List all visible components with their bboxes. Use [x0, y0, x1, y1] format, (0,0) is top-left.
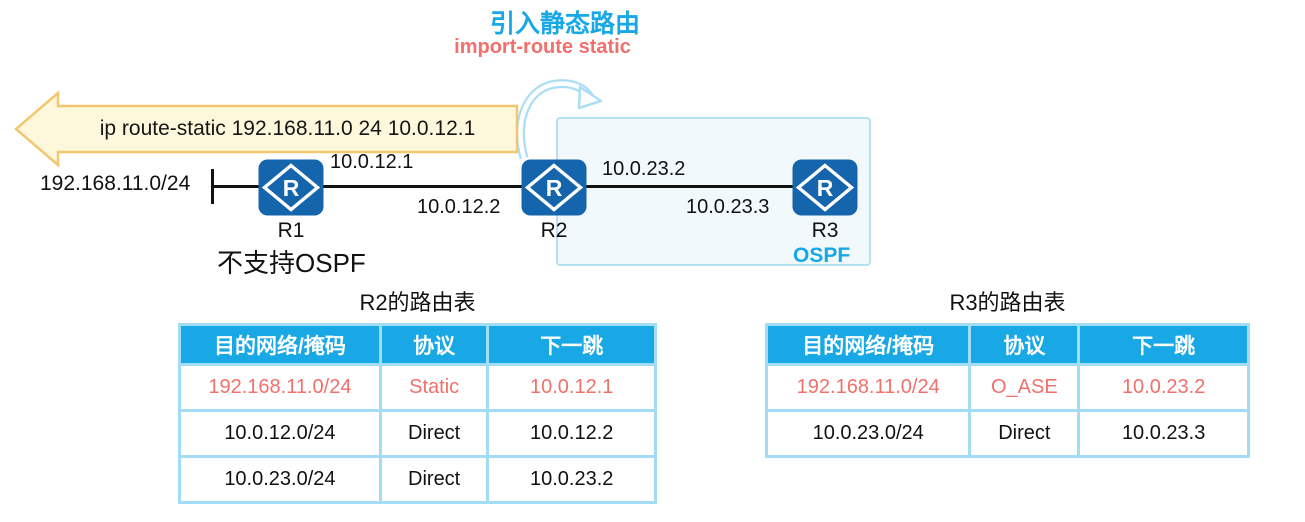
router-icon-r1: R [258, 159, 324, 216]
r2-row0-protocol: Static [378, 363, 490, 412]
r3-row0-protocol: O_ASE [968, 363, 1081, 412]
svg-text:R: R [817, 175, 834, 201]
svg-text:R: R [546, 175, 563, 201]
stub-network-label: 192.168.11.0/24 [40, 172, 191, 195]
r2-row2-protocol: Direct [378, 455, 490, 504]
router-label-r2: R2 [540, 219, 568, 242]
page-title: 引入静态路由 [489, 10, 640, 38]
table-row: 192.168.11.0/24 O_ASE 10.0.23.2 [764, 363, 1250, 412]
import-arrow-icon [516, 79, 603, 160]
if-label-r3-side: 10.0.23.3 [686, 196, 770, 218]
ospf-area-label: OSPF [793, 244, 851, 267]
r3-table-title: R3的路由表 [949, 290, 1066, 315]
r2-row2-nexthop: 10.0.23.2 [486, 455, 657, 504]
r2-header-row: 目的网络/掩码 协议 下一跳 [178, 323, 657, 366]
r2-row1-destination: 10.0.12.0/24 [178, 409, 382, 458]
r2-header-protocol: 协议 [378, 323, 490, 366]
r3-row1-nexthop: 10.0.23.3 [1077, 409, 1250, 458]
r2-row2-destination: 10.0.23.0/24 [178, 455, 382, 504]
table-row: 10.0.23.0/24 Direct 10.0.23.3 [764, 409, 1250, 458]
r3-row0-nexthop: 10.0.23.2 [1077, 363, 1250, 412]
svg-text:R: R [283, 175, 300, 201]
r1-ospf-note: 不支持OSPF [217, 248, 366, 278]
r3-row1-destination: 10.0.23.0/24 [764, 409, 972, 458]
if-label-r2-left: 10.0.12.2 [417, 196, 501, 218]
if-label-r2-right: 10.0.23.2 [602, 158, 686, 180]
r2-row0-destination: 192.168.11.0/24 [178, 363, 382, 412]
r2-row1-nexthop: 10.0.12.2 [486, 409, 657, 458]
router-label-r1: R1 [277, 219, 305, 242]
r3-header-destination: 目的网络/掩码 [764, 323, 972, 366]
r2-table-title: R2的路由表 [359, 290, 476, 315]
r3-header-nexthop: 下一跳 [1077, 323, 1250, 366]
router-icon-r2: R [521, 159, 587, 216]
r2-header-destination: 目的网络/掩码 [178, 323, 382, 366]
r3-header-protocol: 协议 [968, 323, 1081, 366]
router-label-r3: R3 [811, 219, 839, 242]
r2-header-nexthop: 下一跳 [486, 323, 657, 366]
table-row: 10.0.12.0/24 Direct 10.0.12.2 [178, 409, 657, 458]
stub-network-tick [211, 169, 214, 204]
if-label-r1-side: 10.0.12.1 [330, 151, 414, 173]
r2-row1-protocol: Direct [378, 409, 490, 458]
r3-row0-destination: 192.168.11.0/24 [764, 363, 972, 412]
r2-routing-table: 目的网络/掩码 协议 下一跳 192.168.11.0/24 Static 10… [178, 323, 657, 504]
static-route-command: ip route-static 192.168.11.0 24 10.0.12.… [99, 117, 476, 140]
page-subtitle-command: import-route static [454, 36, 631, 58]
network-link-line [212, 185, 802, 188]
router-icon-r3: R [792, 159, 858, 216]
r2-row0-nexthop: 10.0.12.1 [486, 363, 657, 412]
static-route-banner-arrow [14, 90, 519, 168]
r3-header-row: 目的网络/掩码 协议 下一跳 [764, 323, 1250, 366]
table-row: 10.0.23.0/24 Direct 10.0.23.2 [178, 455, 657, 504]
r3-routing-table: 目的网络/掩码 协议 下一跳 192.168.11.0/24 O_ASE 10.… [764, 323, 1250, 458]
table-row: 192.168.11.0/24 Static 10.0.12.1 [178, 363, 657, 412]
r3-row1-protocol: Direct [968, 409, 1081, 458]
